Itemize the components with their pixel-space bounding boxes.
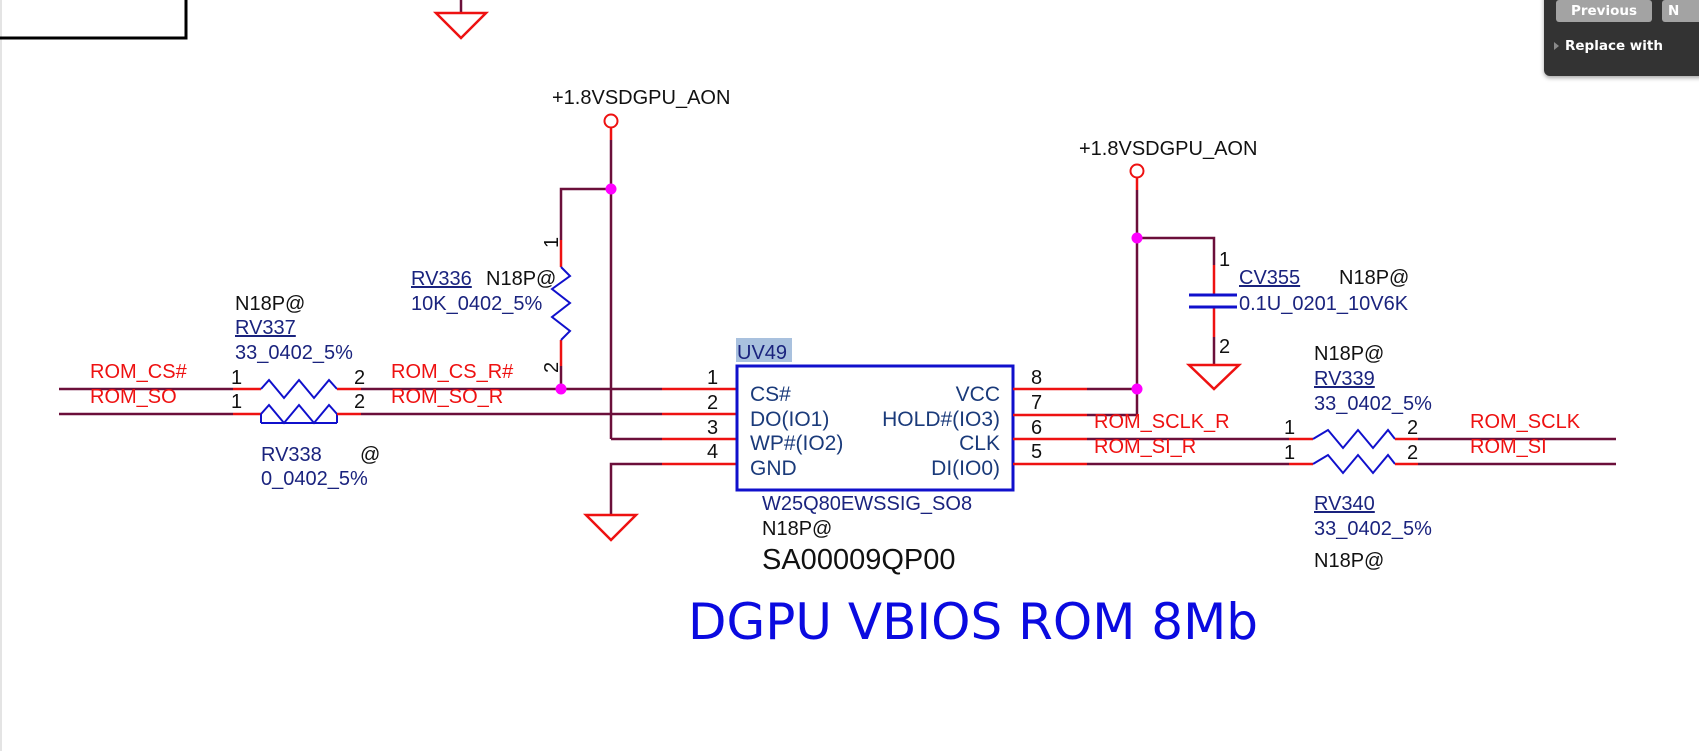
net-label-rom-so[interactable]: ROM_SO bbox=[90, 386, 177, 408]
ground-symbol-top bbox=[432, 0, 490, 40]
resistor-rv336-body[interactable] bbox=[550, 266, 572, 341]
net-label-rom-si-r[interactable]: ROM_SI_R bbox=[1094, 436, 1196, 458]
rv338-pin1: 1 bbox=[231, 391, 242, 413]
canvas-left-border bbox=[0, 0, 2, 751]
ic-pin-name: WP#(IO2) bbox=[750, 432, 843, 455]
offpage-block bbox=[0, 0, 188, 40]
ground-symbol-ic bbox=[582, 462, 736, 542]
ic-pin-num: 2 bbox=[707, 392, 718, 414]
cv355-refdes[interactable]: CV355 bbox=[1239, 267, 1300, 289]
rv336-pin2: 2 bbox=[541, 362, 563, 373]
ic-pin-num: 7 bbox=[1031, 392, 1042, 414]
expand-triangle-icon bbox=[1554, 42, 1559, 50]
ic-part-number: SA00009QP00 bbox=[762, 544, 955, 576]
ic-pin-name: DO(IO1) bbox=[750, 408, 829, 431]
schematic-title: DGPU VBIOS ROM 8Mb bbox=[688, 593, 1258, 651]
rv339-value: 33_0402_5% bbox=[1314, 393, 1432, 415]
rv336-value: 10K_0402_5% bbox=[411, 293, 542, 315]
replace-with-toggle[interactable]: Replace with bbox=[1554, 38, 1663, 54]
rv336-refdes[interactable]: RV336 bbox=[411, 268, 472, 290]
net-label-rom-sclk[interactable]: ROM_SCLK bbox=[1470, 411, 1581, 433]
net-label-rom-si[interactable]: ROM_SI bbox=[1470, 436, 1547, 458]
rv339-pin2: 2 bbox=[1407, 417, 1418, 439]
rv337-pin1: 1 bbox=[231, 367, 242, 389]
ic-option: N18P@ bbox=[762, 518, 832, 540]
net-label-rom-sclk-r[interactable]: ROM_SCLK_R bbox=[1094, 411, 1230, 433]
ic-pin-num: 6 bbox=[1031, 417, 1042, 439]
rv340-pin2: 2 bbox=[1407, 442, 1418, 464]
rv336-pin1: 1 bbox=[541, 237, 563, 248]
ic-pin-num: 5 bbox=[1031, 441, 1042, 463]
power-rail-2 bbox=[1129, 163, 1216, 389]
rv340-option: N18P@ bbox=[1314, 550, 1384, 572]
rv338-option: @ bbox=[360, 444, 380, 466]
junction-dot bbox=[1131, 232, 1143, 244]
capacitor-cv355-body[interactable] bbox=[1189, 293, 1237, 309]
replace-with-label: Replace with bbox=[1565, 38, 1663, 54]
power-label-2[interactable]: +1.8VSDGPU_AON bbox=[1079, 138, 1257, 160]
rv340-pin1: 1 bbox=[1284, 442, 1295, 464]
rv339-refdes[interactable]: RV339 bbox=[1314, 368, 1375, 390]
cv355-option: N18P@ bbox=[1339, 267, 1409, 289]
resistor-rv340-body[interactable] bbox=[1312, 453, 1396, 475]
ic-pin-name: GND bbox=[750, 457, 797, 480]
net-label-rom-cs[interactable]: ROM_CS# bbox=[90, 361, 188, 383]
ic-pin-num: 8 bbox=[1031, 367, 1042, 389]
cv355-pin2: 2 bbox=[1219, 336, 1230, 358]
power-label-1[interactable]: +1.8VSDGPU_AON bbox=[552, 87, 730, 109]
ic-uv49-body[interactable] bbox=[735, 364, 1015, 492]
rv338-pin2: 2 bbox=[354, 391, 365, 413]
rv337-option: N18P@ bbox=[235, 293, 305, 315]
junction-dot bbox=[605, 183, 617, 195]
rv340-refdes[interactable]: RV340 bbox=[1314, 493, 1375, 515]
ic-pin-name: HOLD#(IO3) bbox=[882, 408, 1000, 431]
rv337-value: 33_0402_5% bbox=[235, 342, 353, 364]
rv339-option: N18P@ bbox=[1314, 343, 1384, 365]
resistor-rv338-body[interactable] bbox=[260, 403, 338, 425]
junction-dot bbox=[555, 383, 567, 395]
refdes-highlight bbox=[736, 338, 792, 362]
power-rail-1 bbox=[559, 113, 736, 441]
rv337-refdes[interactable]: RV337 bbox=[235, 317, 296, 339]
resistor-rv339-body[interactable] bbox=[1312, 428, 1396, 450]
ic-pin-name: CLK bbox=[959, 432, 1000, 455]
ic-refdes[interactable]: UV49 bbox=[737, 342, 787, 364]
rv339-pin1: 1 bbox=[1284, 417, 1295, 439]
ic-part-name: W25Q80EWSSIG_SO8 bbox=[762, 493, 972, 515]
ic-pin-name: VCC bbox=[956, 383, 1000, 406]
net-label-rom-cs-r[interactable]: ROM_CS_R# bbox=[391, 361, 514, 383]
ic-right-pin-wires bbox=[1013, 387, 1313, 466]
rv336-option: N18P@ bbox=[486, 268, 556, 290]
cv355-value: 0.1U_0201_10V6K bbox=[1239, 293, 1409, 315]
net-label-rom-so-r[interactable]: ROM_SO_R bbox=[391, 386, 503, 408]
rv338-value: 0_0402_5% bbox=[261, 468, 368, 490]
find-replace-panel: Previous N Replace with bbox=[1544, 0, 1699, 76]
resistor-rv337-body[interactable] bbox=[260, 378, 338, 400]
rv337-pin2: 2 bbox=[354, 367, 365, 389]
junction-dot bbox=[1131, 383, 1143, 395]
wire-rom-sclk-si bbox=[1395, 437, 1616, 466]
ic-pin-name: CS# bbox=[750, 383, 791, 406]
next-button[interactable]: N bbox=[1662, 0, 1699, 22]
ic-pin-num: 4 bbox=[707, 441, 718, 463]
rv340-value: 33_0402_5% bbox=[1314, 518, 1432, 540]
cv355-pin1: 1 bbox=[1219, 249, 1230, 271]
ic-pin-num: 3 bbox=[707, 417, 718, 439]
rv338-refdes[interactable]: RV338 bbox=[261, 444, 322, 466]
ic-pin-num: 1 bbox=[707, 367, 718, 389]
ic-pin-name: DI(IO0) bbox=[931, 457, 1000, 480]
ground-symbol-cap bbox=[1185, 363, 1243, 391]
previous-button[interactable]: Previous bbox=[1556, 0, 1652, 22]
